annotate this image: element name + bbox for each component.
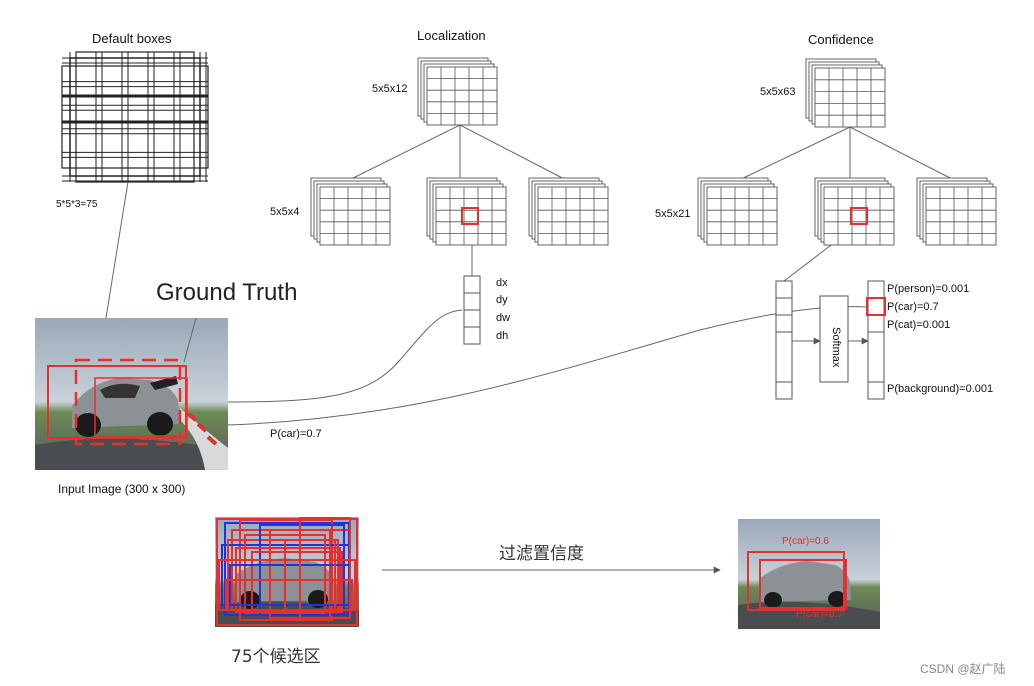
- localization-grid-2: [426, 177, 507, 246]
- localization-grid-3: [528, 177, 609, 246]
- input-image: [35, 317, 228, 470]
- grid-layer: [319, 186, 391, 246]
- confidence-title: Confidence: [808, 32, 874, 47]
- class-prob-cat: P(cat)=0.001: [887, 319, 951, 331]
- localization-vector: [463, 275, 481, 345]
- confidence-grid-2: [814, 177, 895, 246]
- input-image-caption: Input Image (300 x 300): [58, 482, 186, 496]
- car-probability-highlight: [866, 297, 886, 316]
- class-prob-car: P(car)=0.7: [887, 301, 939, 313]
- grid-layer: [706, 186, 778, 246]
- confidence-top-size: 5x5x63: [760, 86, 796, 98]
- confidence-grid-1: [697, 177, 778, 246]
- input-pcar-label: P(car)=0.7: [270, 428, 322, 440]
- connector-lines: [103, 124, 959, 574]
- confidence-highlight-cell: [850, 207, 868, 225]
- localization-top-size: 5x5x12: [372, 83, 408, 95]
- grid-layer: [537, 186, 609, 246]
- loc-output-dx: dx: [496, 277, 508, 289]
- localization-highlight-cell: [461, 207, 479, 225]
- softmax-label: Softmax: [830, 327, 842, 368]
- softmax-box: [819, 295, 849, 383]
- default-boxes-grid: [61, 51, 209, 183]
- grid-layer: [925, 186, 997, 246]
- class-prob-background: P(background)=0.001: [887, 383, 994, 395]
- loc-output-dy: dy: [496, 294, 508, 306]
- confidence-vector: [775, 280, 793, 400]
- watermark: CSDN @赵广陆: [920, 662, 1006, 676]
- result-bottom-label: P(car)=0.7: [796, 609, 843, 620]
- localization-sub-size: 5x5x4: [270, 206, 300, 218]
- candidate-image: [215, 517, 359, 627]
- localization-grid-1: [310, 177, 391, 246]
- default-boxes-count: 5*5*3=75: [56, 199, 98, 210]
- class-prob-person: P(person)=0.001: [887, 283, 970, 295]
- grid-layer: [426, 66, 498, 126]
- filter-confidence-label: 过滤置信度: [499, 544, 584, 564]
- result-image: [738, 519, 880, 629]
- ground-truth-label: Ground Truth: [156, 279, 298, 306]
- confidence-sub-size: 5x5x21: [655, 208, 691, 220]
- loc-output-dh: dh: [496, 330, 509, 342]
- grid-layer: [814, 67, 886, 128]
- loc-output-dw: dw: [496, 312, 511, 324]
- grid-layer: [823, 186, 895, 246]
- result-top-label: P(car)=0.6: [782, 536, 829, 547]
- grid-layer: [435, 186, 507, 246]
- candidates-label: 75个候选区: [231, 647, 321, 667]
- confidence-grid-3: [916, 177, 997, 246]
- confidence-top-grid: [805, 58, 886, 128]
- localization-top-grid: [417, 57, 498, 126]
- default-boxes-title: Default boxes: [92, 31, 172, 46]
- localization-title: Localization: [417, 28, 486, 43]
